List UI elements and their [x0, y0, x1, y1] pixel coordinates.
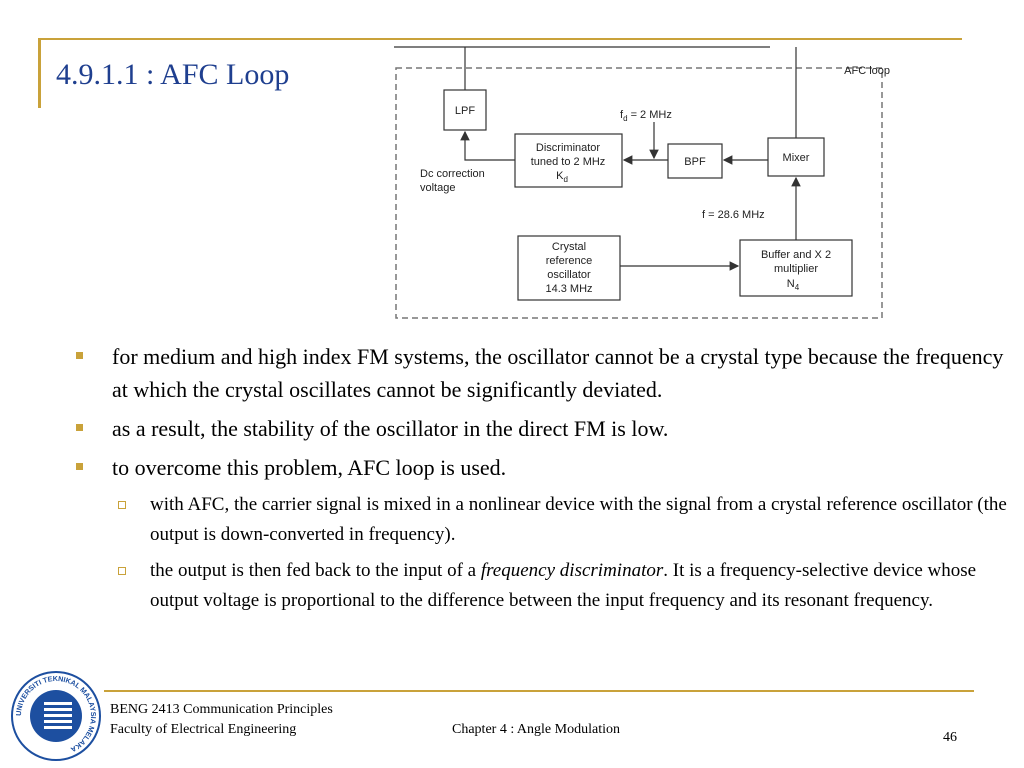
dc-correction-line-2: voltage [420, 182, 455, 194]
sub-bullet-item: with AFC, the carrier signal is mixed in… [112, 490, 1014, 550]
square-bullet-icon [76, 352, 83, 359]
mixer-block [767, 137, 825, 177]
crystal-oscillator-block [517, 235, 621, 301]
page-number: 46 [943, 730, 957, 745]
hollow-square-bullet-icon [118, 501, 126, 509]
buffer-line-1: Buffer and X 2 [761, 249, 831, 261]
bullet-item: as a result, the stability of the oscill… [70, 412, 1014, 445]
crystal-line-3: oscillator [547, 269, 591, 281]
buffer-line-2: multiplier [774, 263, 818, 275]
crystal-line-1: Crystal [552, 241, 586, 253]
buffer-line-3: N4 [787, 278, 800, 292]
hollow-square-bullet-icon [118, 567, 126, 575]
square-bullet-icon [76, 463, 83, 470]
afc-loop-label: AFC loop [844, 65, 890, 77]
afc-loop-boundary [395, 67, 883, 319]
footer-chapter: Chapter 4 : Angle Modulation [452, 722, 620, 737]
footer-faculty: Faculty of Electrical Engineering [110, 722, 297, 737]
bullet-item: for medium and high index FM systems, th… [70, 340, 1014, 406]
bpf-label: BPF [684, 156, 706, 168]
slide-title: 4.9.1.1 : AFC Loop [56, 58, 290, 91]
discriminator-block [514, 133, 623, 188]
slide-body: for medium and high index FM systems, th… [70, 340, 1014, 622]
square-bullet-icon [76, 424, 83, 431]
fd-label: fd = 2 MHz [620, 109, 672, 123]
discriminator-line-1: Discriminator [536, 142, 601, 154]
discriminator-line-2: tuned to 2 MHz [531, 156, 606, 168]
dc-correction-line-1: Dc correction [420, 168, 485, 180]
lpf-label: LPF [455, 105, 475, 117]
discriminator-to-lpf-arrow [460, 130, 515, 161]
frequency-discriminator-term: frequency discriminator [480, 560, 664, 581]
frequency-label: f = 28.6 MHz [702, 209, 765, 221]
mixer-label: Mixer [783, 152, 810, 164]
top-rule [38, 38, 962, 40]
bpf-block [667, 143, 723, 179]
crystal-line-4: 14.3 MHz [545, 283, 592, 295]
university-logo: UNIVERSITI TEKNIKAL MALAYSIA MELAKA [11, 671, 101, 761]
discriminator-line-3: Kd [556, 170, 568, 184]
buffer-multiplier-block [739, 239, 853, 297]
bullet-item: to overcome this problem, AFC loop is us… [70, 451, 1014, 484]
title-accent-bar [38, 40, 41, 108]
footer-rule [104, 690, 974, 692]
afc-loop-diagram: AFC loop LPF Discriminator tuned to 2 MH… [394, 46, 890, 319]
sub-bullet-item: the output is then fed back to the input… [112, 556, 1014, 616]
footer-course: BENG 2413 Communication Principles [110, 702, 333, 717]
crystal-line-2: reference [546, 255, 592, 267]
